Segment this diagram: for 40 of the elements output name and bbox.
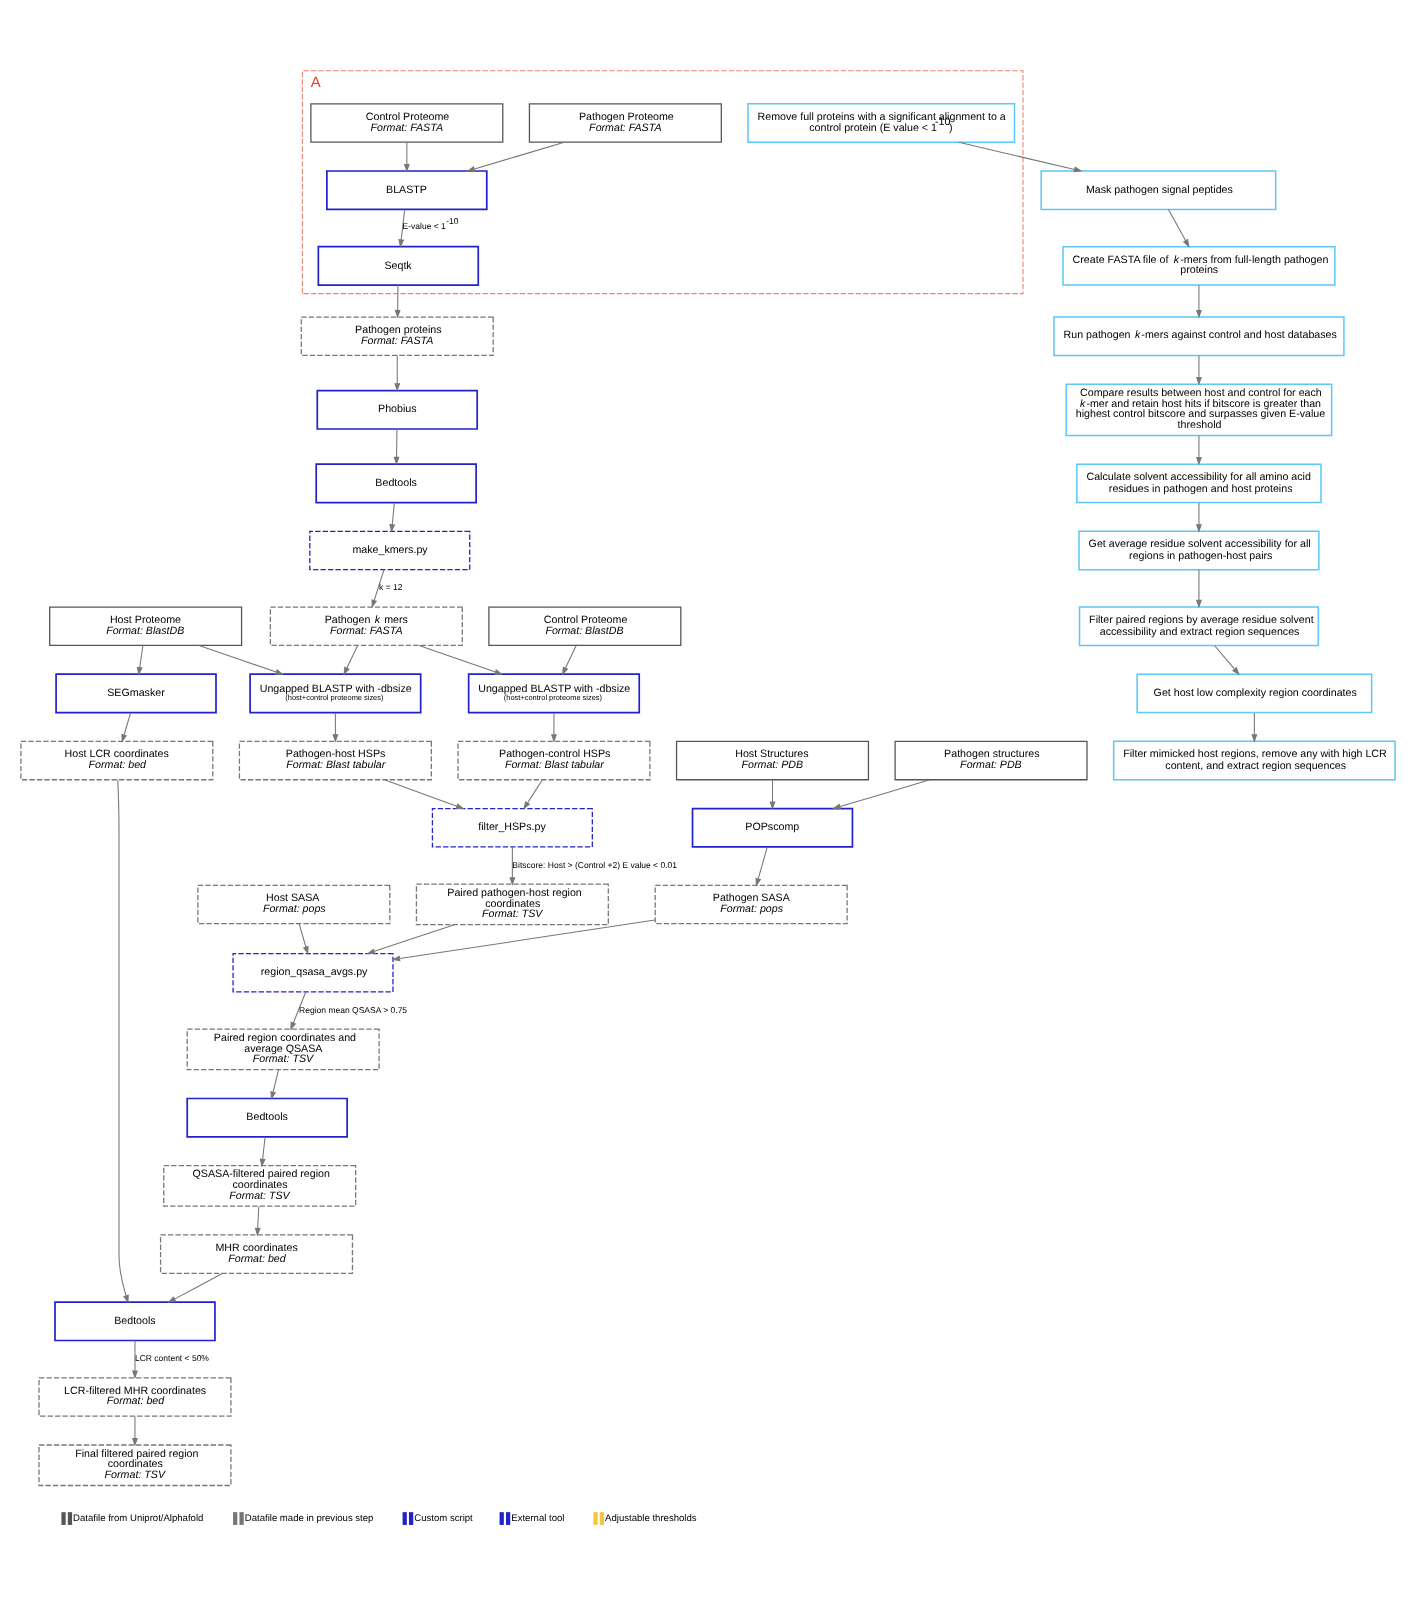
arrow bbox=[832, 779, 931, 810]
arrow bbox=[398, 208, 406, 248]
arrow bbox=[394, 284, 401, 319]
arrow bbox=[343, 645, 359, 676]
arrow bbox=[1195, 569, 1202, 609]
arrow bbox=[958, 141, 1083, 173]
arrow bbox=[117, 779, 129, 1304]
arrow bbox=[1251, 712, 1258, 743]
arrow bbox=[270, 1069, 279, 1100]
arrow bbox=[1214, 645, 1240, 676]
arrow bbox=[418, 645, 504, 675]
arrow bbox=[1195, 434, 1202, 466]
arrow bbox=[389, 502, 396, 533]
arrow bbox=[298, 923, 309, 955]
arrow bbox=[371, 569, 385, 609]
arrow bbox=[509, 846, 516, 886]
arrow bbox=[769, 779, 776, 810]
arrow bbox=[1167, 208, 1190, 248]
arrow bbox=[391, 919, 656, 962]
arrow bbox=[366, 924, 455, 955]
arrow bbox=[132, 1415, 138, 1447]
arrow bbox=[755, 846, 768, 887]
arrow bbox=[121, 712, 132, 743]
arrow bbox=[393, 428, 400, 466]
arrow bbox=[259, 1136, 266, 1168]
arrow bbox=[332, 712, 339, 743]
arrow bbox=[394, 355, 401, 392]
arrow bbox=[384, 779, 465, 810]
arrow bbox=[132, 1340, 138, 1380]
arrow bbox=[136, 645, 144, 676]
arrow bbox=[466, 141, 565, 172]
arrow bbox=[403, 142, 410, 173]
arrow bbox=[290, 991, 307, 1031]
arrow bbox=[523, 779, 543, 810]
arrow bbox=[550, 712, 557, 743]
arrow bbox=[1195, 502, 1202, 533]
arrow bbox=[254, 1205, 261, 1237]
arrow bbox=[1195, 355, 1202, 386]
arrow bbox=[561, 645, 577, 676]
arrow bbox=[1195, 284, 1202, 319]
